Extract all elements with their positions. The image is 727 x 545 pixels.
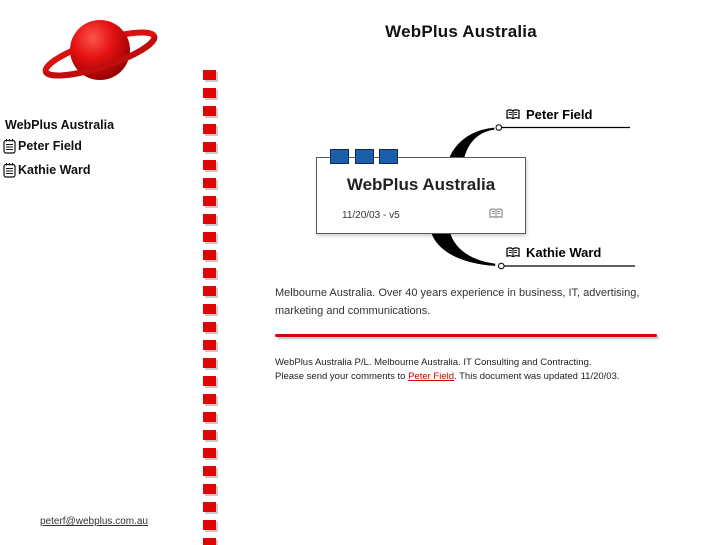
sidebar-item-kathie-ward[interactable]: Kathie Ward xyxy=(3,162,90,178)
sidebar-item-peter-field[interactable]: Peter Field xyxy=(3,138,82,154)
branch-label-text: Kathie Ward xyxy=(526,245,602,260)
node-date-version: 11/20/03 - v5 xyxy=(342,209,400,221)
description-text: Melbourne Australia. Over 40 years exper… xyxy=(275,287,640,317)
central-topic-node[interactable]: WebPlus Australia 11/20/03 - v5 xyxy=(316,157,526,234)
webplus-planet-logo xyxy=(38,8,162,93)
email-link[interactable]: peterf@webplus.com.au xyxy=(40,516,148,527)
branch-peter-field[interactable]: Peter Field xyxy=(506,107,592,122)
open-book-icon[interactable] xyxy=(489,206,503,224)
open-book-icon xyxy=(506,109,520,120)
footer-line1: WebPlus Australia P/L. Melbourne Austral… xyxy=(275,357,592,368)
node-title: WebPlus Australia xyxy=(346,175,496,194)
planet-icon xyxy=(42,20,158,80)
sidebar-root-label[interactable]: WebPlus Australia xyxy=(5,118,115,132)
blue-square-marker xyxy=(330,149,349,164)
blue-square-marker xyxy=(355,149,374,164)
branch-label-text: Peter Field xyxy=(526,107,593,122)
footer-line2: Please send your comments to Peter Field… xyxy=(275,371,620,382)
footer-peter-field-link[interactable]: Peter Field xyxy=(408,371,455,382)
red-horizontal-rule xyxy=(275,334,657,337)
blue-square-marker xyxy=(379,149,398,164)
page-title: WebPlus Australia xyxy=(385,22,537,41)
branch-kathie-ward[interactable]: Kathie Ward xyxy=(506,245,601,260)
red-dashed-divider xyxy=(203,70,216,545)
footer: WebPlus Australia P/L. Melbourne Austral… xyxy=(275,356,620,384)
notepad-icon xyxy=(3,139,16,154)
sidebar-item-label: Kathie Ward xyxy=(18,163,91,177)
mindmap-branches xyxy=(431,124,635,270)
sidebar-item-label: Peter Field xyxy=(18,139,82,153)
open-book-icon xyxy=(506,247,520,258)
notepad-icon xyxy=(3,163,16,178)
